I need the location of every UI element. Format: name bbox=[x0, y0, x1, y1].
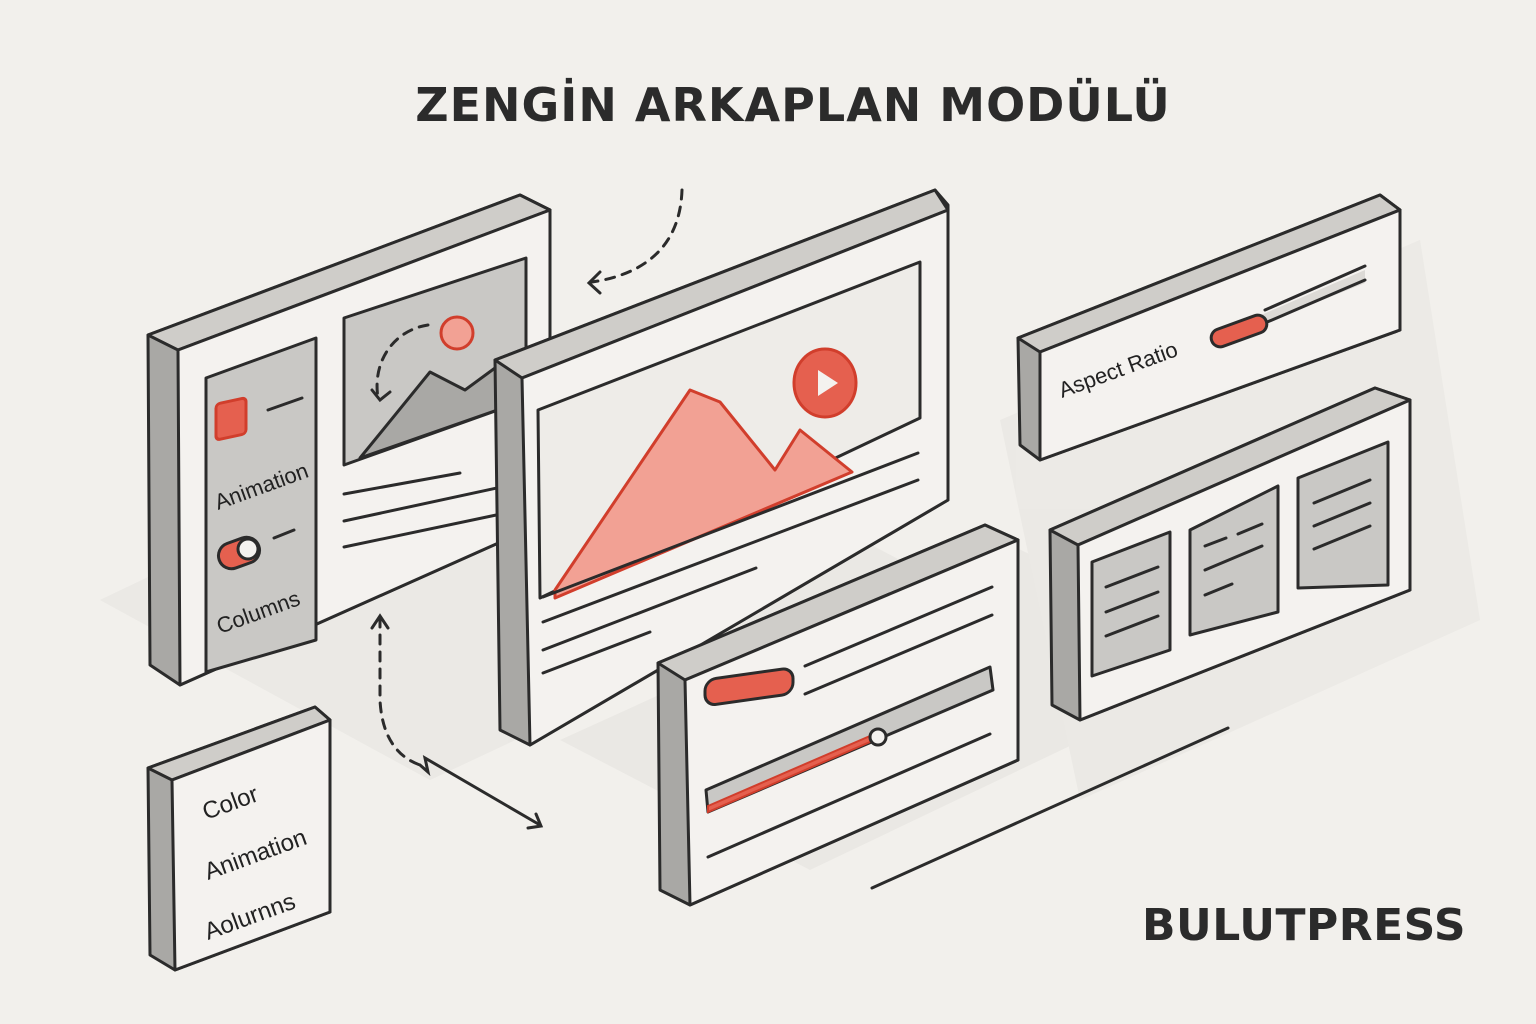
play-icon bbox=[818, 370, 838, 396]
column-1[interactable] bbox=[1090, 530, 1172, 678]
slider-card bbox=[656, 523, 1020, 907]
brand-logo: BULUTPRESS bbox=[1142, 900, 1467, 951]
color-swatch[interactable] bbox=[214, 396, 248, 441]
range-slider[interactable] bbox=[704, 665, 995, 814]
aspect-ratio-card: Aspect Ratio bbox=[1016, 193, 1402, 462]
aspect-ratio-slider[interactable] bbox=[1209, 264, 1367, 349]
columns-card bbox=[1048, 386, 1412, 722]
slider-thumb bbox=[868, 727, 888, 747]
curved-arrow-icon bbox=[375, 323, 430, 400]
options-card: Color Animation Aolurnns bbox=[146, 705, 332, 972]
media-preview-window bbox=[493, 188, 950, 747]
column-2[interactable] bbox=[1188, 484, 1280, 637]
page-title: ZENGİN ARKAPLAN MODÜLÜ bbox=[415, 78, 1171, 132]
action-button[interactable] bbox=[703, 667, 795, 706]
play-button[interactable] bbox=[792, 347, 858, 419]
mountain-image-icon bbox=[553, 388, 854, 600]
flow-arrows bbox=[370, 188, 684, 830]
sun-icon bbox=[439, 315, 475, 351]
decor-line bbox=[870, 726, 1230, 890]
toggle-switch[interactable] bbox=[215, 534, 263, 573]
column-3[interactable] bbox=[1296, 440, 1390, 590]
settings-panel: Animation Columns bbox=[146, 193, 552, 687]
